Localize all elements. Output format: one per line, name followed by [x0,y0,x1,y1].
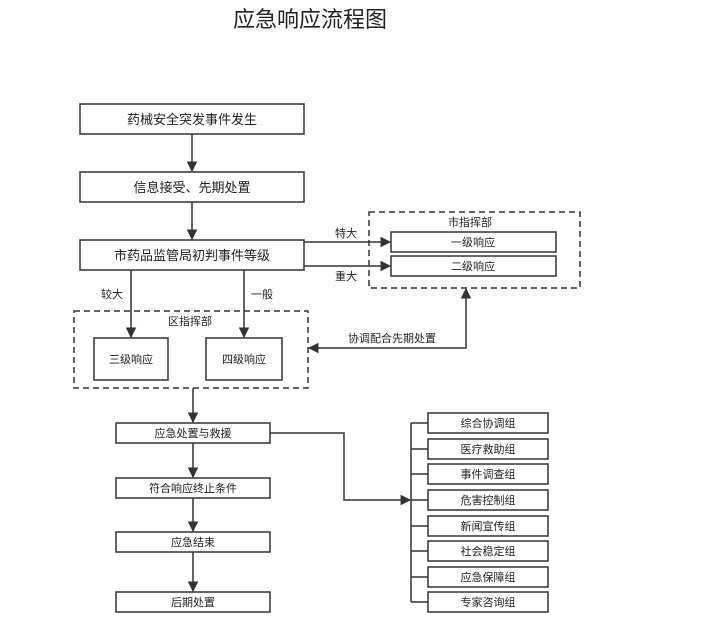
team-text: 医疗救助组 [461,442,516,456]
arrow-coordinate [307,287,472,354]
rescue-text: 应急处置与救援 [155,426,232,440]
team-text: 事件调查组 [461,467,516,481]
team-boxes: 综合协调组 医疗救助组 事件调查组 危害控制组 新闻宣传组 社会稳定组 应急保障… [427,412,549,613]
judge-text: 市药品监管局初判事件等级 [114,248,270,264]
connectors [125,134,472,603]
team-text: 应急保障组 [461,570,516,584]
team-text: 专家咨询组 [461,595,516,609]
incident-box [79,103,305,135]
level3-box [93,337,169,381]
level4-text: 四级响应 [222,352,266,366]
label-coordinate: 协调配合先期处置 [348,331,436,345]
level4-box [205,337,283,381]
team-text: 社会稳定组 [461,544,516,558]
after-text: 后期处置 [171,596,215,609]
incident-text: 药械安全突发事件发生 [127,112,257,128]
city-command-group [368,211,581,289]
team-text: 新闻宣传组 [461,519,516,533]
level1-text: 一级响应 [451,235,495,249]
label-larger: 较大 [101,287,123,301]
judge-box [79,239,305,271]
info-text: 信息接受、先期处置 [133,180,250,196]
district-command-label: 区指挥部 [168,314,212,328]
level3-text: 三级响应 [109,352,153,366]
label-major: 重大 [335,269,357,283]
team-text: 综合协调组 [461,416,516,430]
label-general: 一般 [251,288,273,301]
arrow-rescue-teams [270,432,412,506]
terminate-text: 符合响应终止条件 [149,481,237,495]
end-text: 应急结束 [171,535,215,549]
level2-text: 二级响应 [451,259,495,273]
page-title: 应急响应流程图 [232,8,387,33]
team-text: 危害控制组 [461,493,516,507]
label-extreme: 特大 [335,226,357,240]
city-command-label: 市指挥部 [448,215,492,229]
